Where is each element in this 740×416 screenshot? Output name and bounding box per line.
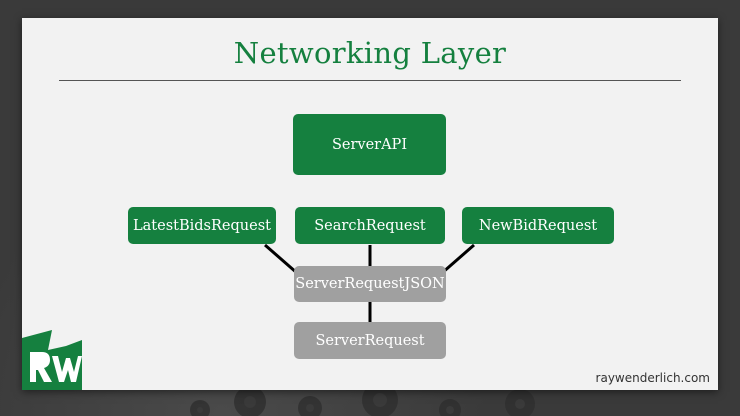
raywenderlich-logo-icon [22,330,82,390]
footer-site-label: raywenderlich.com [595,371,710,385]
node-new-bid-request: NewBidRequest [462,207,614,244]
slide-title: Networking Layer [233,36,507,70]
title-divider [59,80,681,81]
node-server-request-json: ServerRequestJSON [294,266,446,302]
node-search-request: SearchRequest [295,207,445,244]
node-server-request: ServerRequest [294,322,446,359]
slide: Networking Layer ServerAPI LatestBidsReq… [22,18,718,390]
connector-newbid [441,243,475,275]
node-server-api: ServerAPI [293,114,446,175]
connector-latestbids [264,243,298,275]
node-latest-bids-request: LatestBidsRequest [128,207,276,244]
